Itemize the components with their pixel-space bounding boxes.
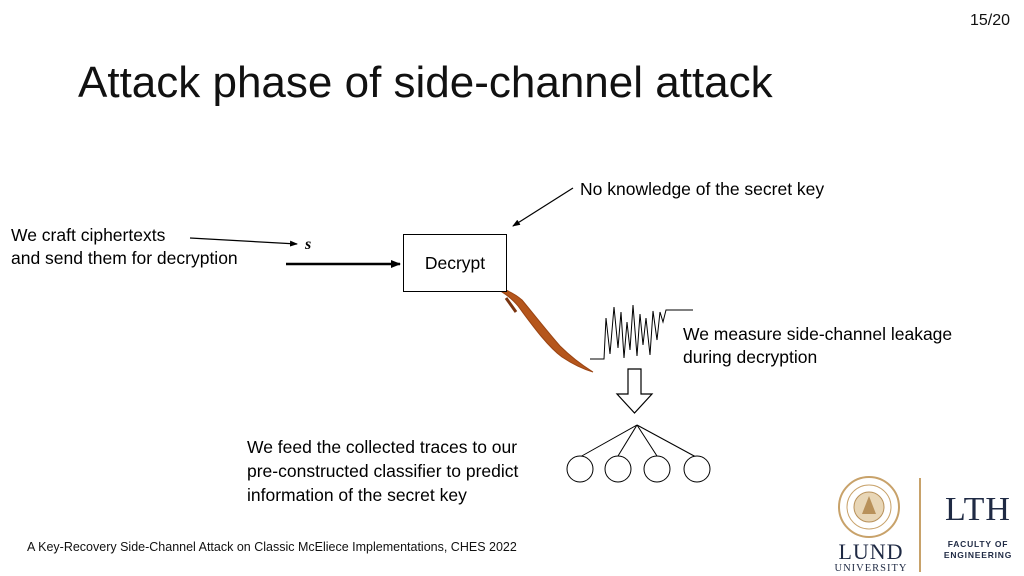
lth-faculty-line2: ENGINEERING xyxy=(943,550,1013,560)
measure-note-line2: during decryption xyxy=(683,347,818,367)
page-number: 15/20 xyxy=(969,12,1010,29)
craft-note-line2: and send them for decryption xyxy=(11,248,238,268)
decrypt-label: Decrypt xyxy=(424,252,486,273)
no-knowledge-note: No knowledge of the secret key xyxy=(580,179,825,199)
classifier-tree-icon xyxy=(566,424,711,483)
craft-pointer-arrow xyxy=(189,237,298,247)
feed-note: We feed the collected traces to our pre-… xyxy=(247,435,518,507)
lund-wordmark-small: UNIVERSITY xyxy=(834,563,908,574)
measure-note-line1: We measure side-channel leakage xyxy=(683,324,953,344)
hollow-down-arrow xyxy=(615,368,654,414)
decrypt-box: Decrypt xyxy=(403,234,507,292)
measure-note: We measure side-channel leakage during d… xyxy=(683,323,952,369)
footer-citation: A Key-Recovery Side-Channel Attack on Cl… xyxy=(27,540,517,554)
craft-note-line1: We craft ciphertexts xyxy=(11,225,166,245)
lth-faculty-text: FACULTY OF ENGINEERING xyxy=(934,539,1022,561)
no-knowledge-pointer-arrow xyxy=(512,187,574,227)
slide-title: Attack phase of side-channel attack xyxy=(78,58,773,107)
lund-wordmark-big: LUND xyxy=(838,539,904,564)
craft-note: We craft ciphertexts and send them for d… xyxy=(11,224,238,270)
feed-note-line3: information of the secret key xyxy=(247,485,467,505)
feed-note-line2: pre-constructed classifier to predict xyxy=(247,461,519,481)
ciphertext-symbol: s xyxy=(305,236,312,253)
leakage-trace-waveform xyxy=(590,304,693,360)
feed-note-line1: We feed the collected traces to our xyxy=(247,437,518,457)
logo-divider xyxy=(919,478,921,572)
lth-faculty-line1: FACULTY OF xyxy=(947,539,1009,549)
lund-university-wordmark: LUND UNIVERSITY xyxy=(834,541,908,575)
lund-seal-logo xyxy=(838,476,900,538)
probe-icon xyxy=(489,284,594,373)
lth-logo-text: LTH xyxy=(945,491,1011,528)
